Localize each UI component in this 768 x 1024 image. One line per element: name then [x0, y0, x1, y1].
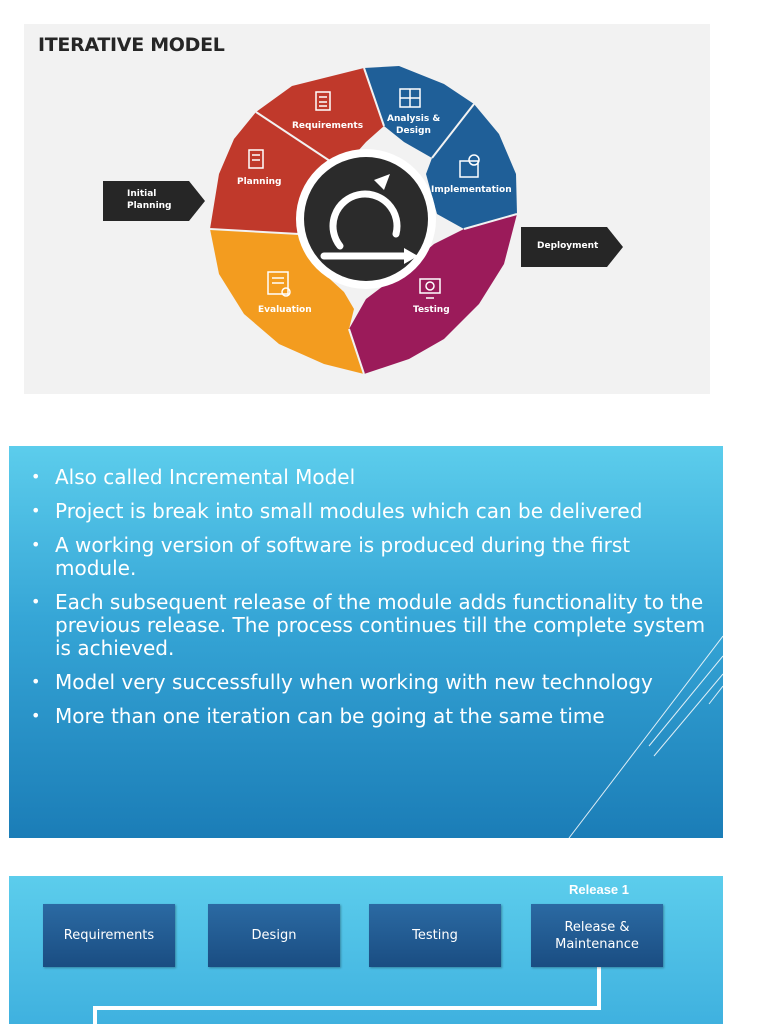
decorative-lines	[568, 635, 723, 838]
phase-requirements: Requirements	[43, 904, 175, 967]
phase-label-design-line: Design	[396, 126, 431, 136]
bullet-item: •Also called Incremental Model	[31, 465, 356, 489]
deployment-label: Deployment	[537, 241, 599, 251]
incremental-model-slide: •Also called Incremental Model •Project …	[9, 446, 723, 838]
phase-design: Design	[208, 904, 340, 967]
release-phases-slide: Release 1 Requirements Design Testing Re…	[9, 876, 723, 1024]
bullet-item: •A working version of software is produc…	[31, 533, 631, 580]
bullet-item: •Each subsequent release of the module a…	[31, 590, 706, 660]
phase-release-maintenance: Release & Maintenance	[531, 904, 663, 967]
bullet-list: •Also called Incremental Model •Project …	[29, 466, 709, 739]
bullet-text: Each subsequent release of the module ad…	[55, 590, 706, 660]
bullet-text: A working version of software is produce…	[55, 533, 631, 580]
release-connector-line	[93, 967, 601, 1024]
bullet-item: •Project is break into small modules whi…	[31, 499, 643, 523]
bullet-text: More than one iteration can be going at …	[55, 704, 605, 728]
bullet-text: Also called Incremental Model	[55, 465, 356, 489]
monitor-check-icon	[419, 278, 441, 299]
phase-label-planning: Planning	[237, 177, 282, 187]
iterative-model-slide: Requirements Analysis & Design Implement…	[24, 24, 710, 394]
bullet-item: •More than one iteration can be going at…	[31, 704, 605, 728]
document-list-icon	[315, 91, 331, 111]
phase-testing: Testing	[369, 904, 501, 967]
phase-label-analysis-line: Analysis &	[387, 114, 440, 124]
phase-label-implementation: Implementation	[431, 185, 512, 195]
phase-label-testing: Testing	[413, 305, 450, 315]
segment-requirements	[256, 68, 384, 169]
blueprint-icon	[399, 88, 421, 108]
phase-label-requirements: Requirements	[292, 121, 363, 131]
release-label: Release 1	[569, 882, 629, 897]
notepad-icon	[248, 149, 264, 169]
gear-code-icon	[459, 154, 480, 178]
bullet-text: Model very successfully when working wit…	[55, 670, 653, 694]
segment-analysis-design	[364, 66, 474, 158]
phase-label-evaluation: Evaluation	[258, 305, 312, 315]
phase-label-analysis-design: Analysis & Design	[387, 114, 443, 136]
checklist-icon	[267, 271, 291, 297]
iteration-loop-icon	[320, 190, 408, 260]
initial-planning-callout: Initial Planning	[103, 181, 205, 221]
slide-title: ITERATIVE MODEL	[38, 34, 225, 56]
segment-evaluation	[210, 229, 364, 374]
bullet-text: Project is break into small modules whic…	[55, 499, 643, 523]
initial-planning-label: Initial Planning	[127, 189, 172, 211]
bullet-item: •Model very successfully when working wi…	[31, 670, 653, 694]
deployment-callout: Deployment	[521, 227, 623, 267]
iterative-cycle-diagram: Requirements Analysis & Design Implement…	[209, 66, 518, 375]
segment-implementation	[426, 104, 517, 229]
segment-testing	[349, 214, 517, 374]
